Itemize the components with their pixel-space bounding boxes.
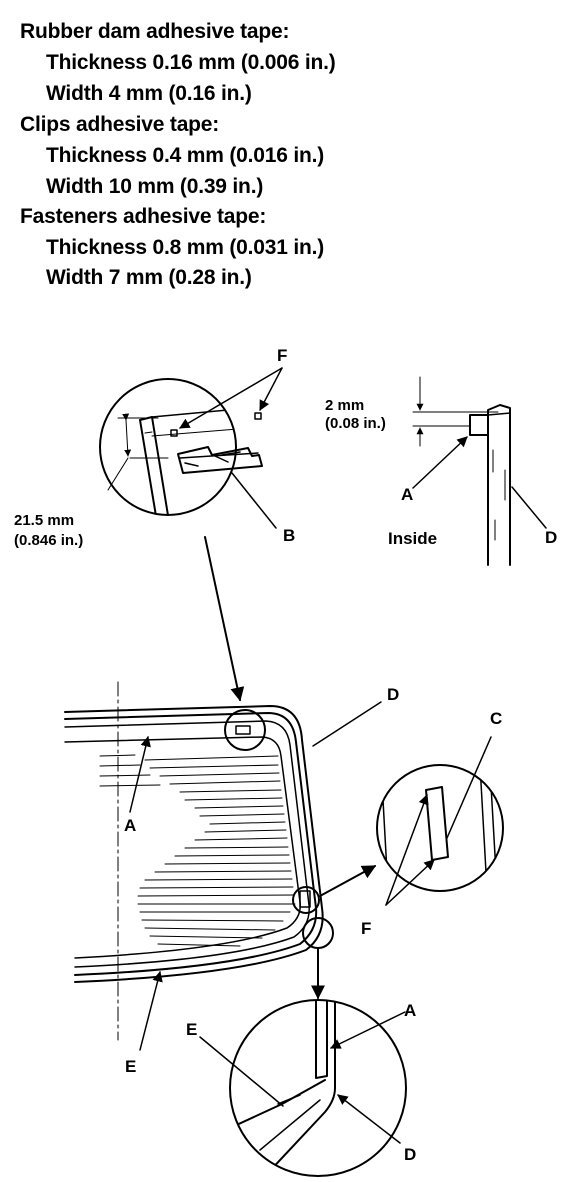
windshield	[64, 681, 382, 1051]
rubber-dam-thickness: Thickness 0.16 mm (0.006 in.)	[46, 51, 336, 74]
clip-detail-circle	[99, 367, 283, 702]
clips-thickness: Thickness 0.4 mm (0.016 in.)	[46, 144, 325, 167]
fastener-location-circle	[292, 886, 320, 914]
dimension-height-mm: 21.5 mm	[14, 512, 74, 529]
label-e-windshield: E	[125, 1057, 136, 1076]
glass-shading	[99, 754, 296, 947]
dimension-height-in: (0.846 in.)	[14, 532, 83, 549]
corner-detail-circle	[199, 999, 407, 1177]
label-a-section: A	[401, 485, 413, 504]
clip-location-circle	[224, 709, 266, 751]
fasteners-thickness: Thickness 0.8 mm (0.031 in.)	[46, 236, 325, 259]
label-f-right: F	[361, 919, 371, 938]
clips-width: Width 10 mm (0.39 in.)	[46, 175, 264, 198]
label-b: B	[283, 526, 295, 545]
label-c: C	[490, 709, 502, 728]
label-d-corner: D	[404, 1145, 416, 1164]
fastener-c	[425, 786, 449, 861]
label-d-section: D	[545, 528, 557, 547]
clips-heading: Clips adhesive tape:	[20, 113, 220, 136]
label-d-windshield: D	[387, 685, 399, 704]
dimension-gap-mm: 2 mm	[325, 397, 364, 414]
rubber-dam-width: Width 4 mm (0.16 in.)	[46, 82, 252, 105]
label-f-top: F	[277, 346, 287, 365]
label-a-windshield: A	[124, 816, 136, 835]
fasteners-width: Width 7 mm (0.28 in.)	[46, 266, 252, 289]
rubber-dam-heading: Rubber dam adhesive tape:	[20, 20, 290, 43]
rubber-dam-cross-section	[412, 376, 547, 566]
label-a-corner: A	[404, 1001, 416, 1020]
corner-location-circle	[302, 917, 334, 949]
clip-b	[177, 446, 263, 474]
dimension-gap-in: (0.08 in.)	[325, 415, 386, 432]
label-e-corner: E	[186, 1020, 197, 1039]
fastener-detail-circle	[376, 736, 504, 906]
label-inside: Inside	[388, 529, 437, 548]
fasteners-heading: Fasteners adhesive tape:	[20, 205, 267, 228]
